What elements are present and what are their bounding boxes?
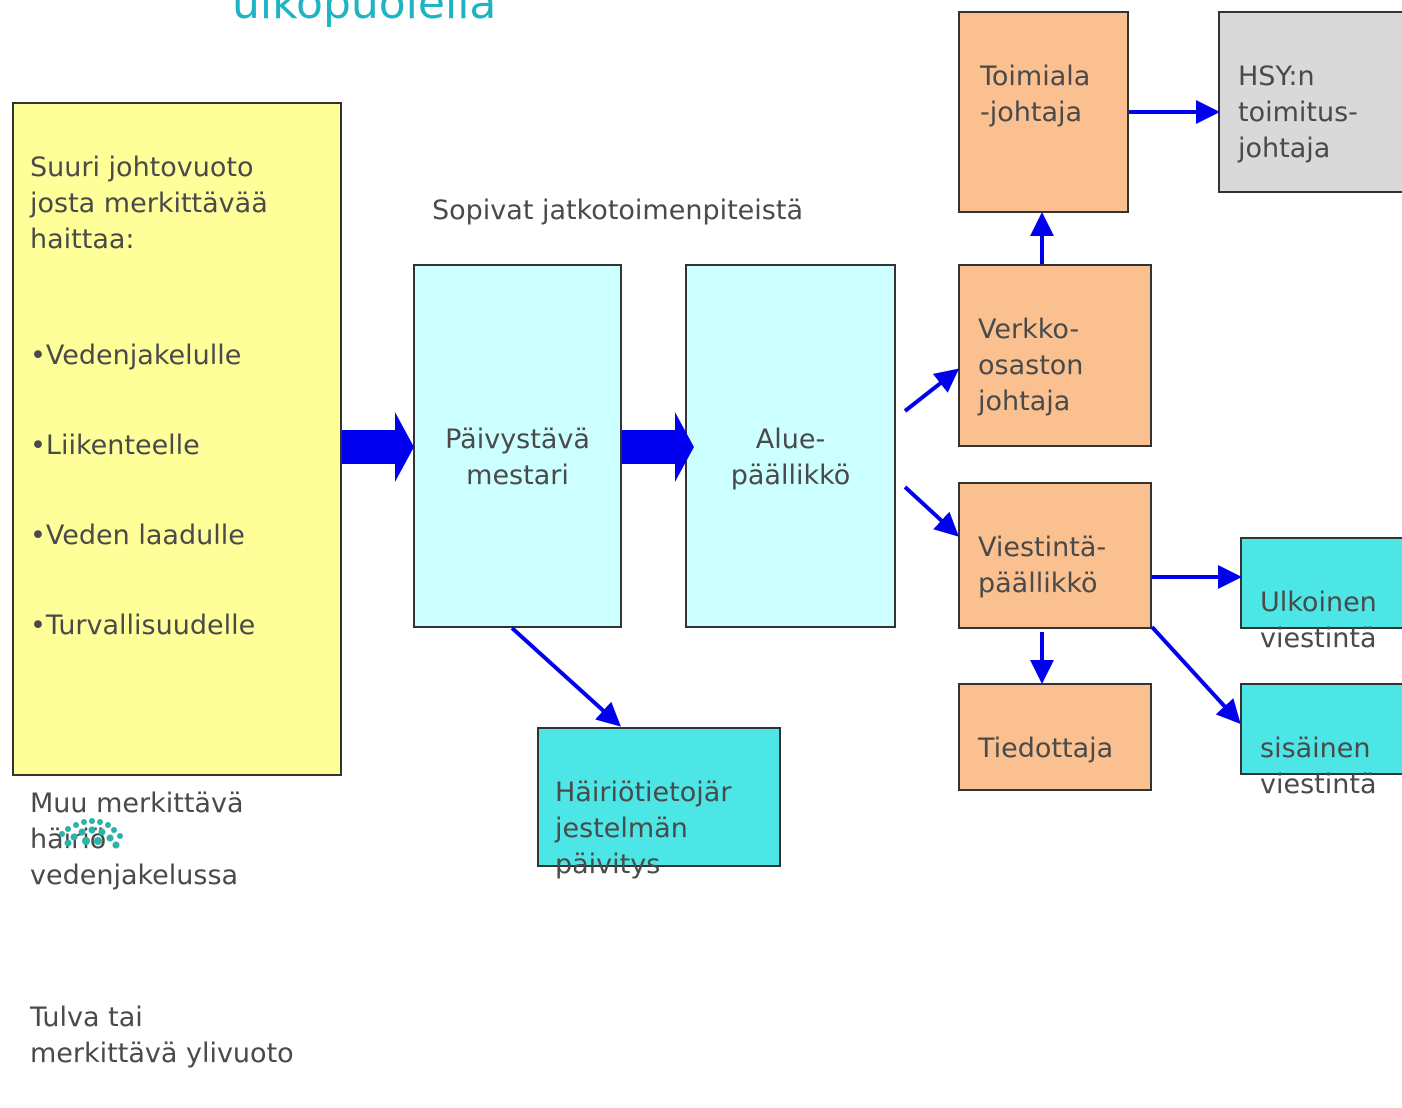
arrow-layer <box>342 100 1242 727</box>
source-intro: Suuri johtovuoto josta merkittävää haitt… <box>30 152 268 255</box>
block-arrow-mestari-to-alue <box>622 412 694 482</box>
node-verkko-osasto: Verkko- osaston johtaja <box>958 264 1152 447</box>
node-hsy: HSY:n toimitus- johtaja <box>1218 11 1402 193</box>
node-sisainen: sisäinen viestintä <box>1240 683 1402 800</box>
node-toimiala: Toimiala -johtaja <box>958 11 1129 213</box>
node-hsy-label: HSY:n toimitus- johtaja <box>1238 61 1358 164</box>
node-aluepaallikko: Alue- päällikkö <box>685 264 896 628</box>
node-viestinta: Viestintä- päällikkö <box>958 482 1152 629</box>
arrow-alue-to-verkko <box>903 368 960 413</box>
block-arrow-source-to-mestari <box>342 412 414 482</box>
arrow-viestinta-to-sisainen <box>1150 625 1241 724</box>
bullet-veden-laadulle: •Veden laadulle <box>30 520 245 551</box>
node-ulkoinen-label: Ulkoinen viestintä <box>1260 587 1377 654</box>
arrow-alue-to-viestinta <box>903 485 959 537</box>
logo <box>59 818 123 849</box>
bullet-vedenjakelulle: •Vedenjakelulle <box>30 340 242 371</box>
node-ulkoinen: Ulkoinen viestintä <box>1240 537 1402 654</box>
source-box: Suuri johtovuoto josta merkittävää haitt… <box>12 102 342 1069</box>
node-viestinta-label: Viestintä- päällikkö <box>978 532 1107 599</box>
note-label: Sopivat jatkotoimenpiteistä <box>432 195 803 226</box>
bullet-liikenteelle: •Liikenteelle <box>30 430 200 461</box>
page-title: ulkopuolella <box>232 0 497 29</box>
node-verkko-osasto-label: Verkko- osaston johtaja <box>978 314 1084 417</box>
arrow-mestari-to-hairiotieto <box>510 626 621 727</box>
node-tiedottaja-label: Tiedottaja <box>978 733 1114 764</box>
node-aluepaallikko-label: Alue- päällikkö <box>730 424 851 491</box>
node-mestari-label: Päivystävä mestari <box>445 424 590 491</box>
node-tiedottaja: Tiedottaja <box>958 683 1152 791</box>
node-toimiala-label: Toimiala -johtaja <box>980 61 1091 128</box>
node-sisainen-label: sisäinen viestintä <box>1260 733 1377 800</box>
bullet-turvallisuudelle: •Turvallisuudelle <box>30 610 256 641</box>
source-flood: Tulva tai merkittävä ylivuoto <box>30 1002 294 1069</box>
node-mestari: Päivystävä mestari <box>413 264 622 628</box>
